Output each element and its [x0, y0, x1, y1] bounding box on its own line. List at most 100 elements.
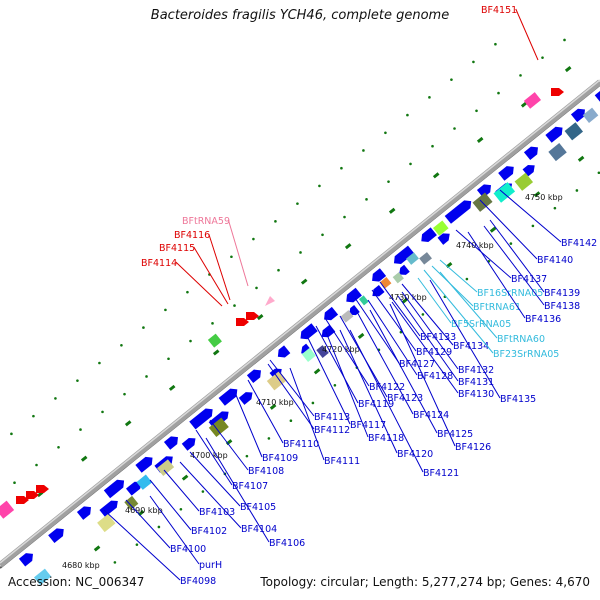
gene-label: BFtRNA60: [497, 334, 545, 345]
feature-block: [493, 182, 516, 203]
track-dot: [509, 242, 513, 245]
scale-tick: [181, 474, 189, 481]
gene-label-leader: [289, 367, 325, 461]
track-dot: [57, 445, 60, 449]
feature-block: [564, 122, 584, 141]
scale-label: 4740 kbp: [456, 241, 494, 250]
gene-label: BF4117: [350, 420, 386, 431]
track-dot: [311, 401, 315, 405]
cds-arrow: [523, 146, 538, 161]
track-dot: [164, 308, 167, 312]
gene-label-leader: [195, 429, 233, 486]
cds-arrow: [594, 90, 600, 104]
gene-label: BF4104: [241, 524, 277, 535]
gene-label: BF4109: [262, 453, 298, 464]
gene-label-leader: [401, 283, 454, 346]
cds-arrow-shape: [246, 369, 261, 383]
cds-arrow: [103, 479, 125, 499]
feature-block: [316, 345, 329, 358]
cds-arrow: [218, 388, 238, 406]
cds-arrow-shape: [321, 324, 336, 338]
feature-block-shape: [301, 347, 316, 362]
cds-arrow-shape: [238, 392, 253, 405]
cds-arrow-shape: [277, 345, 291, 358]
feature-block: [301, 347, 316, 362]
gene-label-leader: [379, 281, 421, 337]
red-gene-arrow: [246, 312, 259, 320]
gene-label-leader: [149, 495, 200, 565]
cds-arrow-shape: [498, 166, 514, 181]
gene-label: BF4107: [232, 481, 268, 492]
track-dot: [145, 375, 148, 378]
feature-block: [136, 474, 153, 490]
cds-arrow: [189, 408, 213, 430]
scale-tick: [432, 172, 440, 179]
feature-block: [392, 272, 404, 284]
gene-label: BF4118: [368, 433, 404, 444]
scale-tick: [80, 455, 88, 462]
cds-arrow: [437, 233, 450, 245]
gene-label-leader: [324, 317, 370, 387]
feature-block: [124, 495, 139, 510]
cds-arrow-shape: [421, 227, 437, 243]
cds-arrow: [372, 268, 387, 282]
gene-label: BF4108: [248, 466, 284, 477]
gene-label: BF5SrRNA05: [451, 319, 511, 330]
trna-marker: [265, 296, 275, 306]
track-dot: [101, 410, 104, 414]
gene-label-leader: [125, 499, 171, 549]
scale-tick: [388, 207, 396, 214]
gene-label: BF4112: [314, 425, 350, 436]
cds-arrow: [48, 528, 64, 544]
track-dot: [343, 215, 346, 219]
track-dot: [179, 507, 183, 511]
gene-label: BF4111: [324, 456, 360, 467]
cds-arrow: [399, 264, 410, 275]
gene-label: BFtRNA61: [473, 302, 521, 313]
feature-block-shape: [316, 345, 329, 358]
map-title: Bacteroides fragilis YCH46, complete gen…: [150, 8, 450, 23]
track-dot: [79, 428, 82, 431]
cds-arrow-shape: [99, 500, 118, 517]
gene-label-leader: [205, 437, 270, 543]
gene-label: BF4103: [199, 507, 235, 518]
cds-arrow-shape: [346, 287, 362, 303]
gene-label: BF4137: [511, 274, 547, 285]
track-dot: [255, 286, 258, 290]
cds-arrow: [346, 287, 362, 303]
cds-arrow-shape: [218, 388, 238, 406]
gene-label-leader: [467, 231, 526, 319]
gene-label: BF4138: [544, 301, 580, 312]
track-dot: [519, 74, 522, 77]
track-dot: [245, 454, 249, 458]
cds-arrow: [372, 285, 385, 297]
gene-label: BF4115: [159, 243, 195, 254]
track-dot: [135, 543, 139, 546]
cds-arrow: [522, 164, 535, 177]
feature-block: [432, 220, 449, 236]
gene-label: BF4124: [413, 410, 449, 421]
cds-arrow: [393, 245, 415, 265]
track-dot: [35, 463, 38, 467]
scale-label: 4720 kbp: [322, 345, 360, 354]
scale-label: 4690 kbp: [125, 506, 163, 515]
scale-tick: [489, 226, 497, 233]
scale-tick: [577, 155, 585, 162]
feature-block-shape: [419, 252, 432, 265]
gene-label-leader: [439, 271, 498, 339]
cds-arrow: [246, 369, 261, 383]
cds-arrow: [163, 436, 178, 450]
track-dot: [365, 198, 368, 201]
track-dot: [123, 392, 126, 396]
feature-block-shape: [582, 107, 599, 123]
gene-label-leader: [247, 379, 284, 444]
track-dot: [113, 561, 117, 564]
feature-block: [156, 459, 175, 476]
gene-label: BF4132: [458, 365, 494, 376]
gene-label: BF4114: [141, 258, 177, 269]
gene-label: BF4142: [561, 238, 597, 249]
feature-block-shape: [97, 513, 116, 533]
cds-arrow-shape: [444, 200, 472, 224]
gene-label-leader: [175, 261, 223, 307]
